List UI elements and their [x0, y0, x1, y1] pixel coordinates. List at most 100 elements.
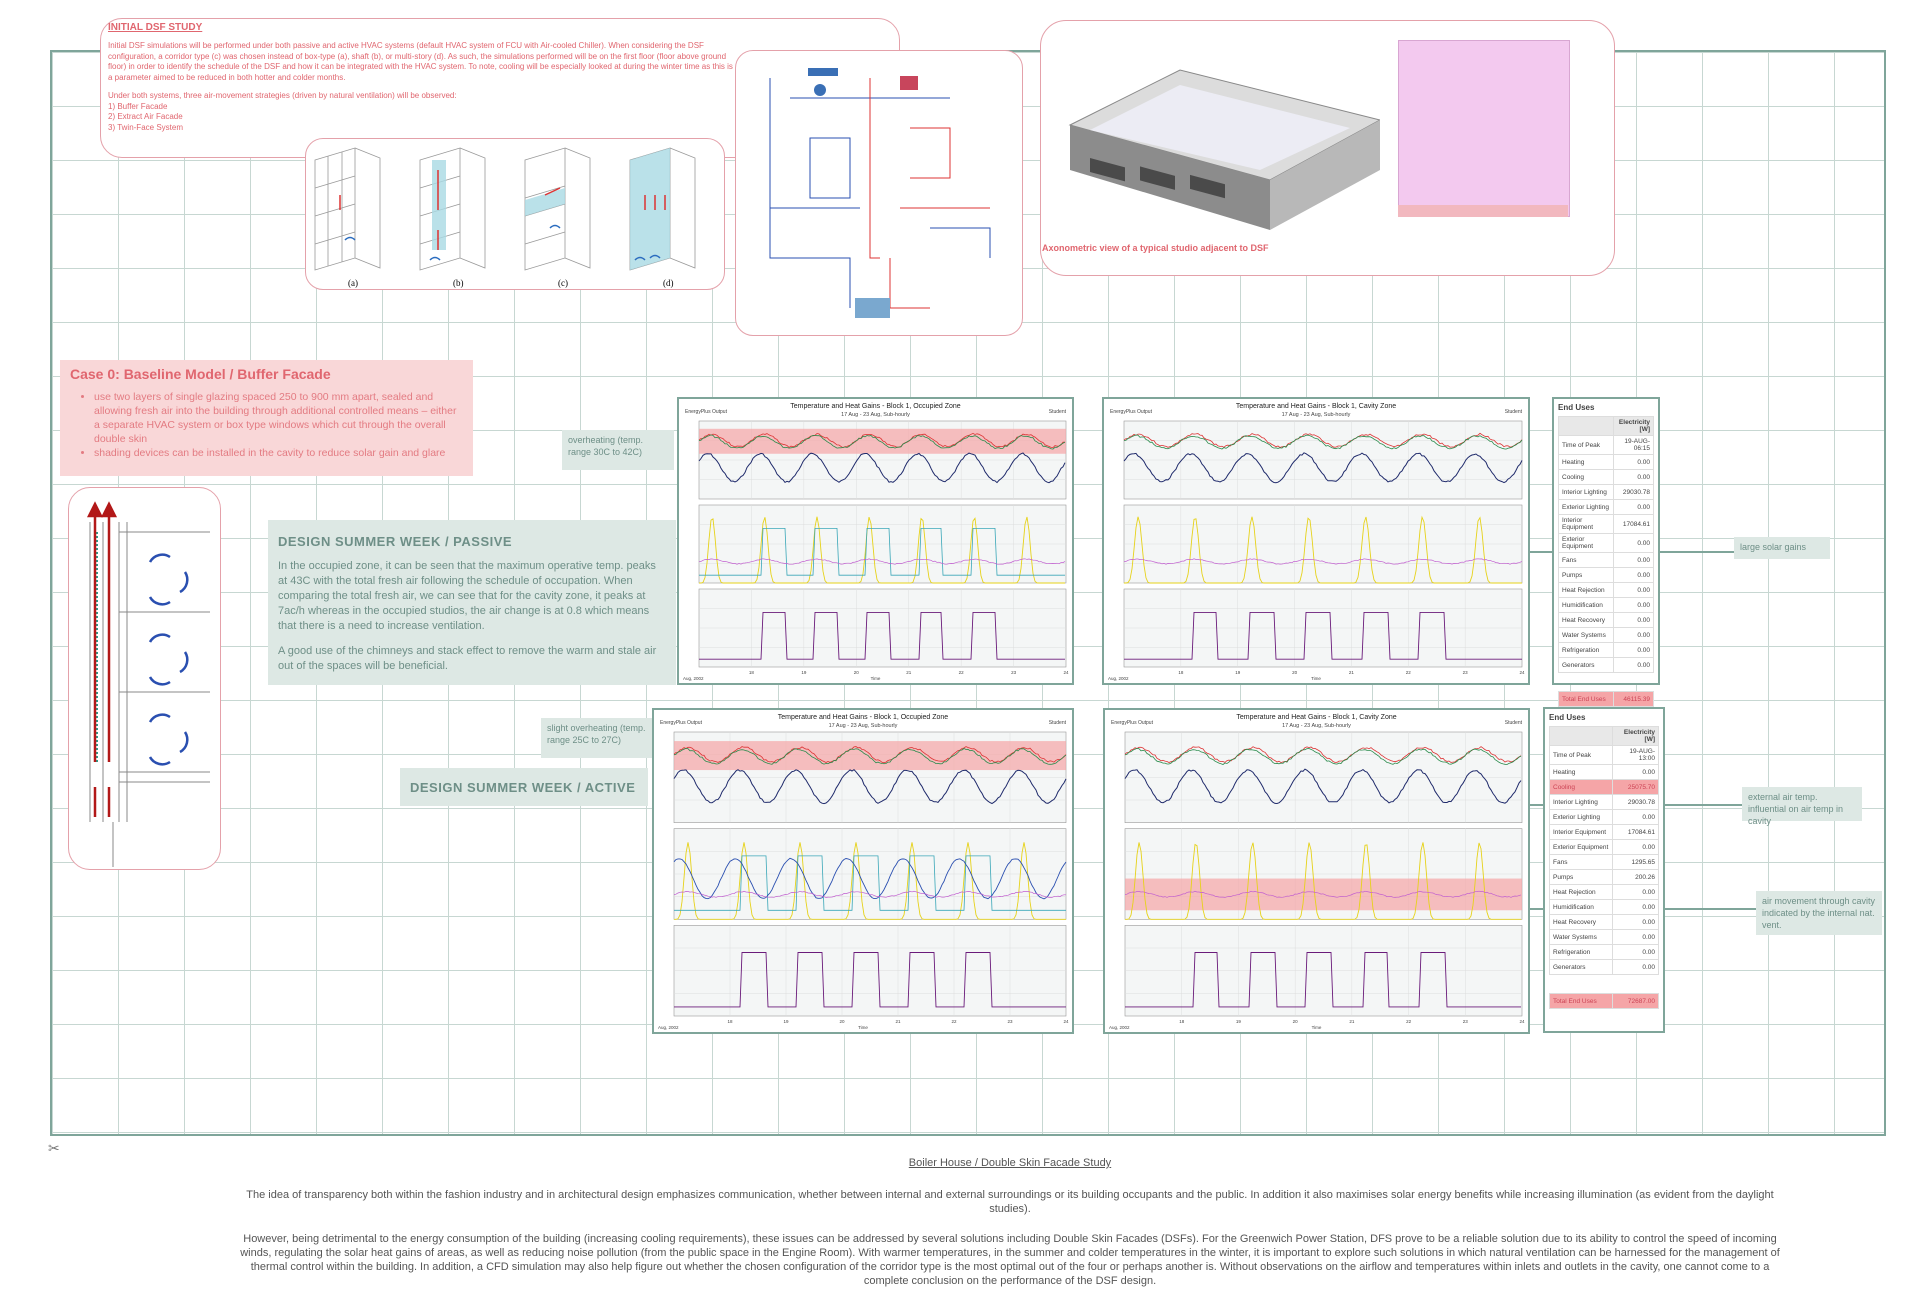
end-use-label: Fans: [1548, 854, 1614, 870]
series-lighting: [674, 855, 1066, 911]
end-use-label: Pumps: [1557, 567, 1615, 583]
series-fresh-air: [674, 952, 1066, 1008]
chart-tick-label: 24: [1063, 1019, 1069, 1024]
case0-bullet: shading devices can be installed in the …: [94, 446, 463, 460]
chart-brand: EnergyPlus Output: [685, 409, 728, 415]
passive-body: In the occupied zone, it can be seen tha…: [278, 560, 656, 632]
chart-year: Aug, 2002: [683, 676, 704, 681]
chart-tick-label: 18: [1179, 1019, 1185, 1024]
chart-year: Aug, 2002: [1108, 676, 1129, 681]
chart-title: Temperature and Heat Gains - Block 1, Oc…: [778, 714, 949, 721]
chart-tick-label: 19: [783, 1019, 789, 1024]
chart-tick-label: 21: [906, 670, 912, 675]
end-use-label: Exterior Equipment: [1557, 533, 1615, 553]
series-solar-gains: [1124, 515, 1522, 584]
chart-passive-occupied: Temperature and Heat Gains - Block 1, Oc…: [677, 397, 1074, 685]
end-use-value: 200.26: [1612, 869, 1659, 885]
end-use-value: 25075.70: [1612, 779, 1659, 795]
chart-tick-label: 22: [1406, 1019, 1412, 1024]
chart-highlight-band: [674, 741, 1066, 771]
chart-tick-label: 21: [1349, 670, 1355, 675]
end-use-label: Heating: [1557, 454, 1615, 470]
end-use-value: 19-AUG-13:00: [1612, 745, 1659, 765]
chart-tick-label: 24: [1063, 670, 1069, 675]
chart-tick-label: 21: [895, 1019, 901, 1024]
chart-passive-occupied-svg: Temperature and Heat Gains - Block 1, Oc…: [683, 403, 1069, 681]
dsf-type-label: (c): [558, 278, 568, 288]
passive-description-box: DESIGN SUMMER WEEK / PASSIVE In the occu…: [268, 520, 676, 685]
end-use-value: 0.00: [1613, 469, 1654, 485]
end-use-value: 0.00: [1613, 582, 1654, 598]
dsf-type-label: (d): [663, 278, 674, 288]
end-uses-title: End Uses: [1549, 713, 1586, 722]
case0-bullets: use two layers of single glazing spaced …: [70, 390, 463, 460]
end-use-value: 0.00: [1612, 764, 1659, 780]
end-use-value: 46115.39: [1613, 691, 1654, 707]
chart-tick-label: 24: [1519, 1019, 1525, 1024]
series-fresh-air: [1125, 952, 1521, 1008]
studio-plan: [1398, 40, 1570, 217]
chart-passive-cavity: Temperature and Heat Gains - Block 1, Ca…: [1102, 397, 1530, 685]
series-sensible-cooling: [673, 857, 1067, 900]
passive-body-2: A good use of the chimneys and stack eff…: [278, 645, 657, 672]
series-outdoor-temp: [1123, 452, 1523, 484]
end-use-label: Heat Recovery: [1557, 612, 1615, 628]
series-operative-temp: [673, 747, 1067, 765]
chart-tick-label: 20: [1293, 1019, 1299, 1024]
end-use-label: Humidification: [1548, 899, 1614, 915]
chart-active-cavity: Temperature and Heat Gains - Block 1, Ca…: [1103, 708, 1530, 1034]
chart-xlabel: Time: [1312, 1025, 1322, 1030]
end-use-label: Exterior Equipment: [1548, 839, 1614, 855]
note-air-movement: air movement through cavity indicated by…: [1756, 891, 1882, 935]
chart-student: Student: [1505, 720, 1523, 726]
chart-student: Student: [1505, 409, 1523, 415]
end-use-value: 0.00: [1613, 552, 1654, 568]
end-use-label: Interior Equipment: [1557, 514, 1615, 534]
chart-subtitle: 17 Aug - 23 Aug, Sub-hourly: [1282, 412, 1351, 418]
end-use-value: 0.00: [1613, 597, 1654, 613]
dsf-type-label: (b): [453, 278, 464, 288]
chart-year: Aug, 2002: [1109, 1025, 1130, 1030]
intro-title: INITIAL DSF STUDY: [108, 22, 203, 33]
chart-tick-label: 20: [839, 1019, 845, 1024]
end-use-label: Heat Recovery: [1548, 914, 1614, 930]
chart-active-occupied: Temperature and Heat Gains - Block 1, Oc…: [652, 708, 1074, 1034]
end-use-label: Refrigeration: [1557, 642, 1615, 658]
end-use-label: Interior Lighting: [1548, 794, 1614, 810]
end-use-label: Cooling: [1557, 469, 1615, 485]
dsf-type-label: (a): [348, 278, 358, 288]
end-use-label: Heating: [1548, 764, 1614, 780]
series-air-temp: [1123, 432, 1523, 448]
intro-list-item: 3) Twin-Face System: [108, 122, 183, 132]
dsf-section-panel: [68, 487, 221, 870]
end-use-label: Generators: [1557, 657, 1615, 673]
end-use-value: 17084.61: [1613, 514, 1654, 534]
active-title: DESIGN SUMMER WEEK / ACTIVE: [410, 780, 636, 795]
series-fresh-air: [1124, 611, 1522, 660]
chart-active-cavity-svg: Temperature and Heat Gains - Block 1, Ca…: [1109, 714, 1525, 1030]
axo-caption: Axonometric view of a typical studio adj…: [1042, 243, 1269, 253]
series-operative-temp: [698, 434, 1066, 450]
end-use-label: Humidification: [1557, 597, 1615, 613]
end-use-value: 0.00: [1612, 809, 1659, 825]
series-solar-gains: [674, 842, 1066, 920]
end-use-label: Heat Rejection: [1557, 582, 1615, 598]
end-use-value: 0.00: [1613, 533, 1654, 553]
end-use-label: Water Systems: [1548, 929, 1614, 945]
passive-title: DESIGN SUMMER WEEK / PASSIVE: [278, 534, 513, 549]
